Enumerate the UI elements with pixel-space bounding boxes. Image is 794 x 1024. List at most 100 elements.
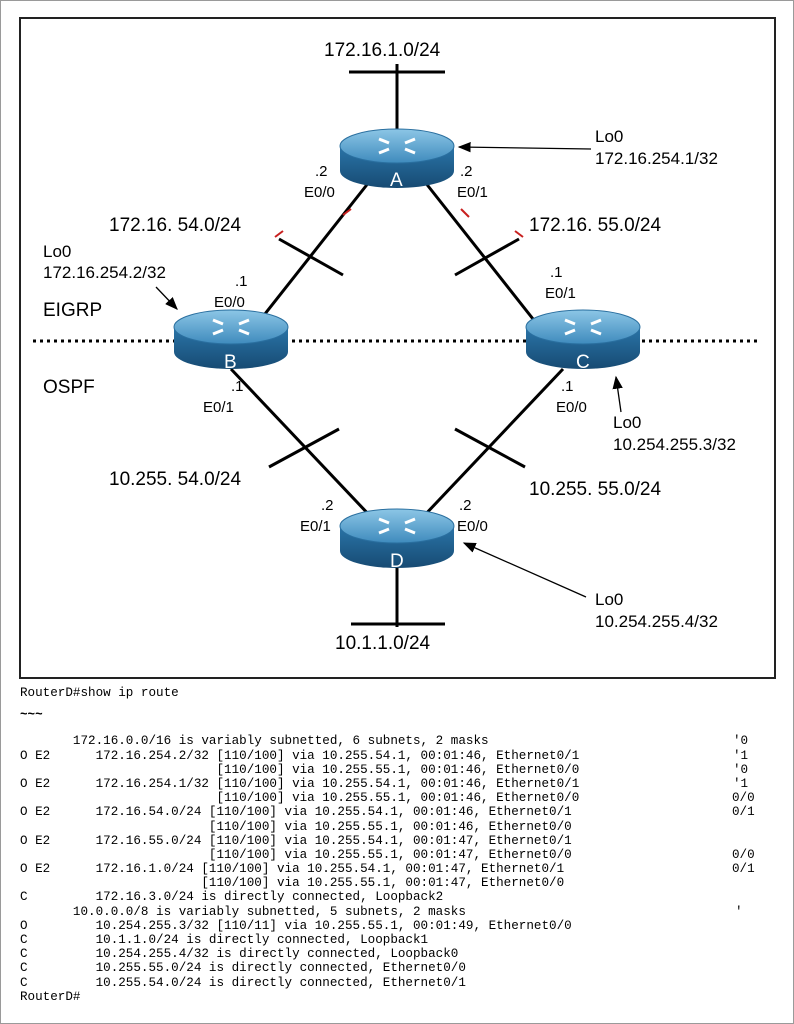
route-line: O E2 172.16.55.0/24 [110/100] via 10.255… (20, 834, 780, 848)
route-table: 172.16.0.0/16 is variably subnetted, 6 s… (20, 734, 780, 989)
stray-mark (460, 208, 470, 218)
route-line: O E2 172.16.254.2/32 [110/100] via 10.25… (20, 749, 780, 763)
lo0-c-name: Lo0 (613, 413, 641, 432)
route-line: [110/100] via 10.255.55.1, 00:01:47, Eth… (20, 876, 780, 890)
route-text: O 10.254.255.3/32 [110/11] via 10.255.55… (20, 918, 572, 933)
network-cd-label: 10.255. 55.0/24 (529, 479, 661, 500)
margin-mark: '0 (733, 734, 749, 749)
b-bottom-addr: .1 (231, 378, 244, 395)
link-b-d (229, 367, 375, 521)
route-line: C 10.255.55.0/24 is directly connected, … (20, 961, 780, 975)
network-bottom-label: 10.1.1.0/24 (335, 633, 431, 654)
domain-ospf-label: OSPF (43, 377, 95, 398)
route-line: [110/100] via 10.255.55.1, 00:01:46, Eth… (20, 763, 780, 777)
stray-mark (514, 230, 524, 238)
route-text: C 10.254.255.4/32 is directly connected,… (20, 947, 459, 962)
route-line: C 10.255.54.0/24 is directly connected, … (20, 976, 780, 990)
lo0-a-name: Lo0 (595, 127, 623, 146)
route-line: 172.16.0.0/16 is variably subnetted, 6 s… (20, 734, 780, 748)
d-right-if: E0/0 (457, 518, 488, 535)
margin-mark: '1 (733, 776, 749, 791)
route-text: O E2 172.16.1.0/24 [110/100] via 10.255.… (20, 862, 565, 877)
router-d: D (339, 508, 455, 572)
cli-end-prompt: RouterD# (20, 989, 81, 1004)
route-line: C 10.254.255.4/32 is directly connected,… (20, 947, 780, 961)
route-line: [110/100] via 10.255.55.1, 00:01:46, Eth… (20, 791, 780, 805)
arrow-lo0-c (612, 375, 623, 413)
route-text: 172.16.0.0/16 is variably subnetted, 6 s… (20, 734, 489, 749)
network-bd-label: 10.255. 54.0/24 (109, 469, 241, 490)
a-right-if: E0/1 (457, 184, 488, 201)
c-bottom-if: E0/0 (556, 399, 587, 416)
link-c-d (419, 367, 565, 521)
router-b: B (173, 309, 289, 373)
margin-mark: 0/0 (732, 847, 755, 862)
route-text: C 10.1.1.0/24 is directly connected, Loo… (20, 933, 429, 947)
b-bottom-if: E0/1 (203, 399, 234, 416)
a-left-addr: .2 (315, 163, 328, 180)
route-text: C 10.255.54.0/24 is directly connected, … (20, 975, 466, 990)
route-text: C 172.16.3.0/24 is directly connected, L… (20, 890, 444, 905)
tick-bd (268, 427, 340, 469)
network-ac-label: 172.16. 55.0/24 (529, 215, 661, 236)
router-c-label: C (576, 352, 590, 373)
network-top-label: 172.16.1.0/24 (324, 40, 441, 61)
margin-mark: 0/1 (732, 862, 755, 877)
route-text: [110/100] via 10.255.55.1, 00:01:46, Eth… (20, 791, 580, 806)
cli-output: RouterD#show ip route ~~~ 172.16.0.0/16 … (20, 686, 780, 1004)
route-text: [110/100] via 10.255.55.1, 00:01:47, Eth… (20, 847, 572, 862)
route-line: [110/100] via 10.255.55.1, 00:01:46, Eth… (20, 820, 780, 834)
margin-mark: '1 (733, 748, 749, 763)
route-line: C 10.1.1.0/24 is directly connected, Loo… (20, 933, 780, 947)
cli-command: RouterD#show ip route (20, 686, 179, 700)
b-top-if: E0/0 (214, 294, 245, 311)
topology-svg: A B C D 172.16.1.0/24 172.16. 54 (33, 40, 761, 654)
margin-mark: 0/0 (732, 791, 755, 806)
cli-ellipsis: ~~~ (20, 708, 43, 723)
tick-cd (454, 427, 526, 469)
c-top-if: E0/1 (545, 285, 576, 302)
route-text: [110/100] via 10.255.55.1, 00:01:47, Eth… (20, 876, 565, 891)
route-line: O 10.254.255.3/32 [110/11] via 10.255.55… (20, 919, 780, 933)
lo0-b-name: Lo0 (43, 242, 71, 261)
tick-ab (278, 237, 344, 277)
margin-mark: '0 (733, 762, 749, 777)
c-top-addr: .1 (550, 264, 563, 281)
margin-mark: ' (735, 904, 743, 919)
route-text: O E2 172.16.55.0/24 [110/100] via 10.255… (20, 833, 572, 848)
route-text: O E2 172.16.254.1/32 [110/100] via 10.25… (20, 776, 580, 791)
route-line: O E2 172.16.254.1/32 [110/100] via 10.25… (20, 777, 780, 791)
arrow-lo0-d (462, 542, 587, 598)
router-a-label: A (390, 170, 403, 191)
router-b-label: B (224, 352, 237, 373)
route-text: [110/100] via 10.255.55.1, 00:01:46, Eth… (20, 819, 572, 834)
lo0-c-addr: 10.254.255.3/32 (613, 435, 736, 454)
route-text: 10.0.0.0/8 is variably subnetted, 5 subn… (20, 904, 466, 919)
tick-ac (454, 237, 520, 277)
a-left-if: E0/0 (304, 184, 335, 201)
domain-eigrp-label: EIGRP (43, 300, 102, 321)
lo0-b-addr: 172.16.254.2/32 (43, 263, 166, 282)
route-line: O E2 172.16.54.0/24 [110/100] via 10.255… (20, 805, 780, 819)
d-left-if: E0/1 (300, 518, 331, 535)
stray-mark (342, 208, 352, 216)
router-a: A (339, 128, 455, 191)
router-c: C (525, 309, 641, 373)
d-right-addr: .2 (459, 497, 472, 514)
arrow-lo0-b (155, 286, 178, 310)
route-text: O E2 172.16.54.0/24 [110/100] via 10.255… (20, 805, 572, 820)
network-ab-label: 172.16. 54.0/24 (109, 215, 241, 236)
route-text: O E2 172.16.254.2/32 [110/100] via 10.25… (20, 748, 580, 763)
route-line: O E2 172.16.1.0/24 [110/100] via 10.255.… (20, 862, 780, 876)
route-line: [110/100] via 10.255.55.1, 00:01:47, Eth… (20, 848, 780, 862)
lo0-d-name: Lo0 (595, 590, 623, 609)
margin-mark: 0/1 (732, 805, 755, 820)
stray-mark (274, 230, 284, 238)
router-d-label: D (390, 551, 404, 572)
lo0-a-addr: 172.16.254.1/32 (595, 149, 718, 168)
d-left-addr: .2 (321, 497, 334, 514)
network-diagram: A B C D 172.16.1.0/24 172.16. 54 (19, 17, 776, 679)
b-top-addr: .1 (235, 273, 248, 290)
c-bottom-addr: .1 (561, 378, 574, 395)
route-line: 10.0.0.0/8 is variably subnetted, 5 subn… (20, 905, 780, 919)
